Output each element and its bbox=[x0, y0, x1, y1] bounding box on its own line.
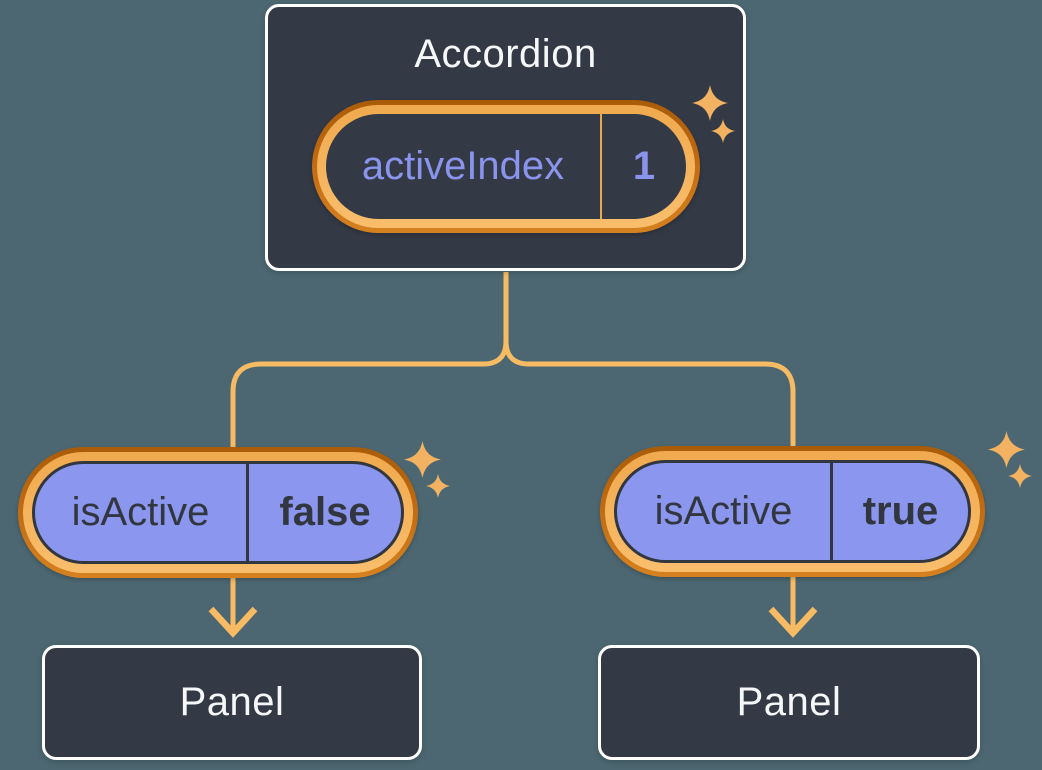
sparkle-icon bbox=[711, 119, 735, 143]
is-active-pill-right: isActive true bbox=[600, 446, 985, 577]
sparkle-icon bbox=[1008, 464, 1032, 488]
panel-title: Panel bbox=[179, 680, 285, 724]
prop-name-label: isActive bbox=[71, 490, 210, 534]
prop-name-label: isActive bbox=[654, 489, 793, 533]
connector-right-branch bbox=[503, 272, 796, 631]
state-value-label: 1 bbox=[632, 144, 656, 188]
prop-value-label: false bbox=[279, 490, 371, 534]
accordion-title: Accordion bbox=[414, 31, 597, 76]
panel-card-right: Panel bbox=[598, 645, 980, 760]
arrow-down-icon bbox=[768, 606, 818, 638]
sparkle-icon bbox=[988, 431, 1025, 468]
sparkle-icon bbox=[404, 441, 441, 478]
pill-divider bbox=[246, 464, 249, 561]
prop-value-label: true bbox=[862, 489, 939, 533]
pill-divider bbox=[600, 114, 602, 219]
sparkle-icon bbox=[692, 85, 728, 121]
state-name-label: activeIndex bbox=[361, 144, 565, 188]
pill-gold-ring: activeIndex 1 bbox=[317, 105, 695, 228]
panel-card-left: Panel bbox=[42, 645, 422, 760]
active-index-state-pill: activeIndex 1 bbox=[312, 100, 700, 233]
pill-gold-ring: isActive false bbox=[23, 452, 413, 573]
panel-title: Panel bbox=[736, 680, 842, 724]
is-active-pill-left: isActive false bbox=[18, 447, 418, 578]
pill-divider bbox=[830, 463, 833, 560]
sparkle-icon bbox=[426, 474, 450, 498]
arrow-down-icon bbox=[208, 606, 258, 638]
pill-gold-ring: isActive true bbox=[605, 451, 980, 572]
